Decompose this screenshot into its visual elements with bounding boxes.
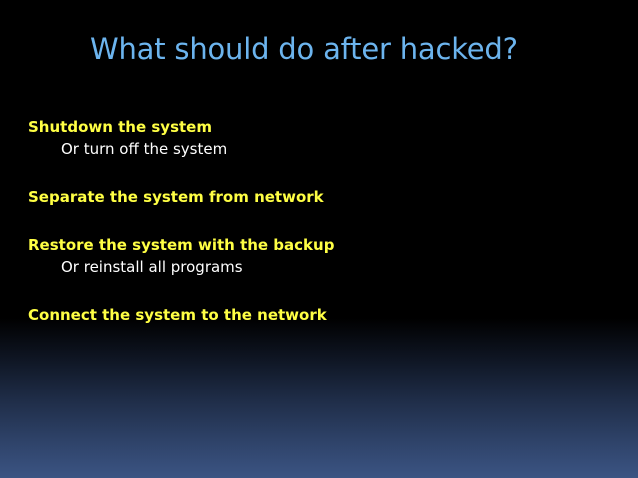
item-heading: Shutdown the system <box>28 118 212 136</box>
item-heading: Separate the system from network <box>28 188 324 206</box>
item-heading: Restore the system with the backup <box>28 236 335 254</box>
item-subtext: Or reinstall all programs <box>61 258 243 276</box>
list-item: Shutdown the system Or turn off the syst… <box>28 116 334 160</box>
list-item: Separate the system from network <box>28 186 334 208</box>
list-item: Restore the system with the backup Or re… <box>28 234 334 278</box>
item-heading: Connect the system to the network <box>28 306 327 324</box>
slide-title: What should do after hacked? <box>90 32 518 66</box>
item-subtext: Or turn off the system <box>61 140 228 158</box>
bullet-list: Shutdown the system Or turn off the syst… <box>28 116 334 326</box>
list-item: Connect the system to the network <box>28 304 334 326</box>
